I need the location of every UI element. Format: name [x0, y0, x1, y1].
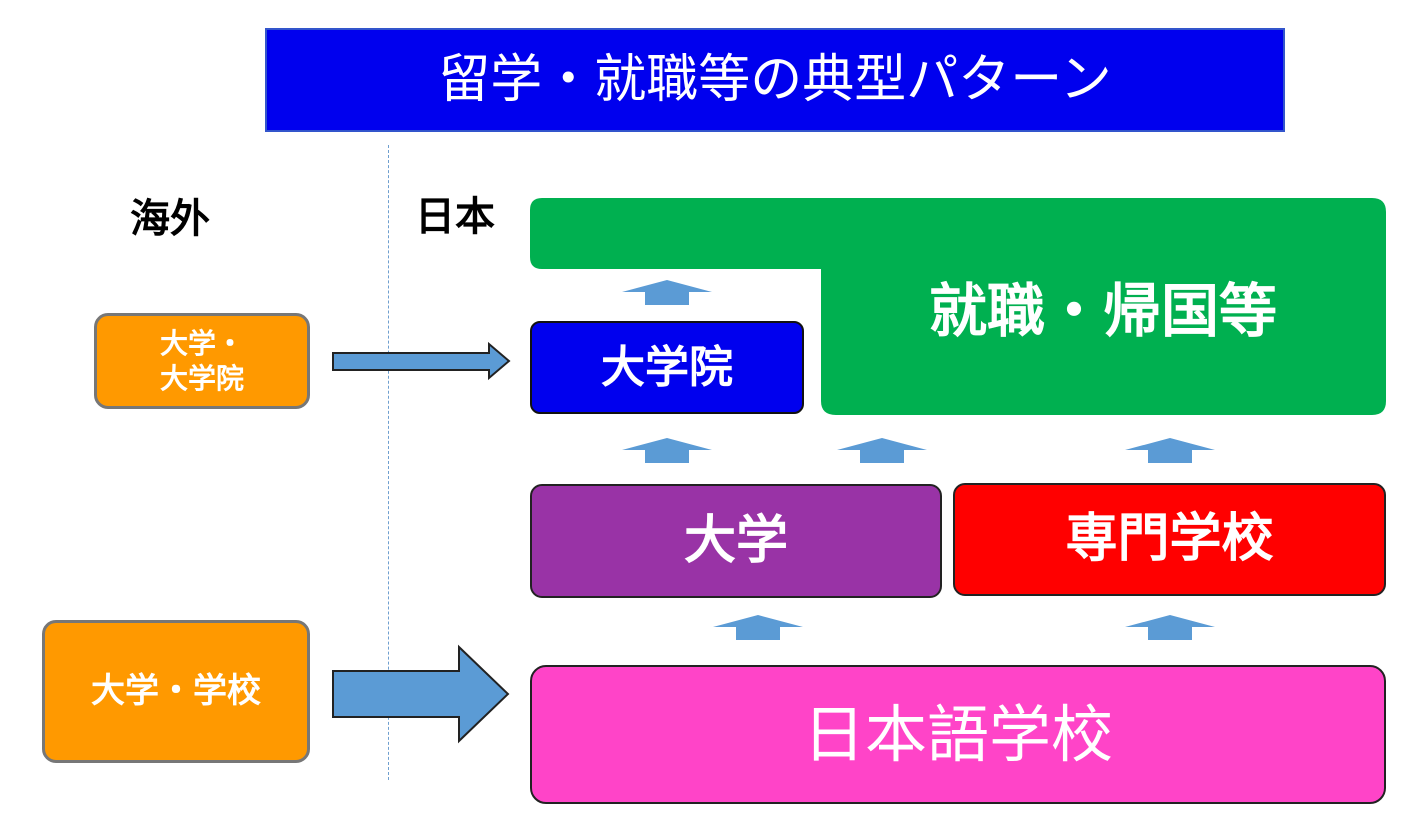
overseas-university-label-line1: 大学・ — [159, 327, 244, 360]
overseas-school-box: 大学・学校 — [42, 620, 310, 763]
vocational-school-box: 専門学校 — [953, 483, 1386, 596]
employment-box — [530, 198, 1386, 415]
arrow-up-icon — [1125, 615, 1215, 640]
university-box: 大学 — [530, 484, 942, 598]
region-divider — [388, 145, 389, 780]
vocational-school-label: 専門学校 — [1065, 509, 1274, 569]
graduate-school-box: 大学院 — [530, 321, 804, 414]
japanese-language-school-box: 日本語学校 — [530, 665, 1386, 804]
arrow-up-icon — [622, 280, 712, 305]
employment-label: 就職・帰国等 — [928, 277, 1277, 345]
overseas-university-box: 大学・ 大学院 — [94, 313, 310, 409]
page-title: 留学・就職等の典型パターン — [265, 28, 1285, 132]
region-label-overseas: 海外 — [130, 196, 210, 242]
arrow-up-icon — [837, 438, 927, 463]
arrow-up-icon — [713, 615, 803, 640]
arrow-right-icon — [332, 644, 510, 744]
region-label-japan: 日本 — [415, 194, 495, 240]
university-label: 大学 — [683, 510, 788, 571]
overseas-university-label-line2: 大学院 — [159, 362, 244, 395]
arrow-up-icon — [622, 438, 712, 463]
japanese-language-school-label: 日本語学校 — [802, 697, 1113, 771]
arrow-up-icon — [1125, 438, 1215, 463]
arrow-right-icon — [332, 341, 511, 381]
overseas-school-label: 大学・学校 — [91, 671, 261, 712]
graduate-school-label: 大学院 — [601, 342, 733, 393]
